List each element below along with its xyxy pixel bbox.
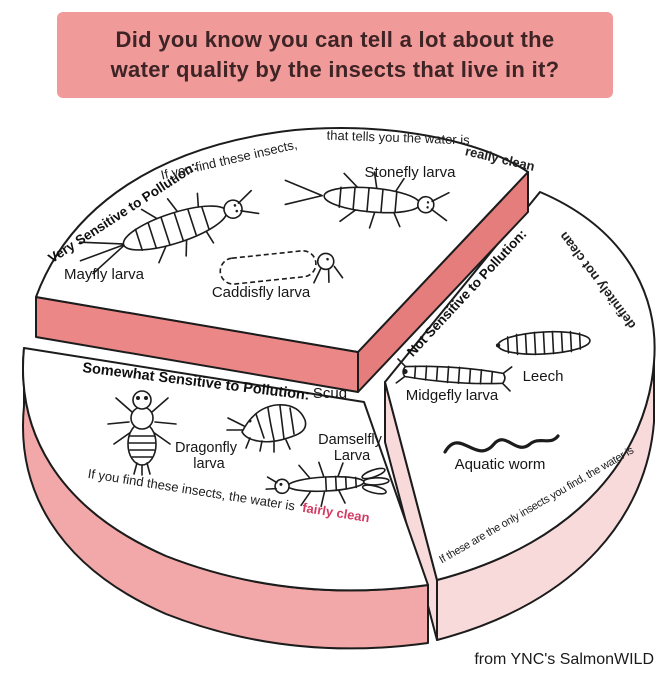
title-line2: water quality by the insects that live i… bbox=[110, 56, 560, 82]
midgefly-segments bbox=[413, 365, 494, 385]
caddisfly-case bbox=[219, 250, 317, 285]
credit-line: from YNC's SalmonWILD bbox=[474, 651, 654, 668]
midgefly-head bbox=[402, 369, 408, 375]
dragonfly-tail-spikes bbox=[133, 462, 151, 476]
dragonfly-larva-illustration bbox=[107, 390, 177, 476]
dragonfly-eye-right bbox=[144, 396, 148, 400]
leech-label: Leech bbox=[523, 368, 564, 385]
damselfly-segments bbox=[324, 475, 358, 492]
not-sensitive-top-surface bbox=[384, 191, 656, 581]
stonefly-larva-illustration bbox=[284, 171, 450, 229]
scud-legs bbox=[245, 437, 291, 453]
caddisfly-larva-illustration bbox=[219, 250, 344, 285]
damselfly-legs bbox=[298, 461, 346, 508]
damselfly-head bbox=[274, 478, 290, 495]
stonefly-eye-left bbox=[426, 201, 430, 204]
damselfly-label-line1: Damselfly bbox=[318, 432, 382, 448]
stonefly-eye-right bbox=[426, 206, 429, 209]
mayfly-label: Mayfly larva bbox=[64, 266, 145, 283]
stonefly-tails bbox=[284, 179, 323, 206]
midgefly-body bbox=[402, 365, 506, 385]
mayfly-segments bbox=[134, 206, 210, 252]
dragonfly-label-line1: Dragonfly bbox=[175, 440, 238, 456]
scud-eye bbox=[248, 419, 252, 423]
damselfly-label-line2: Larva bbox=[334, 448, 371, 464]
midgefly-label: Midgefly larva bbox=[406, 387, 499, 404]
dragonfly-label-line2: larva bbox=[193, 456, 225, 472]
scud-illustration bbox=[226, 403, 307, 453]
dragonfly-thorax bbox=[130, 406, 154, 430]
stonefly-legs bbox=[339, 171, 405, 229]
mayfly-larva-illustration bbox=[78, 189, 260, 275]
dragonfly-eye-left bbox=[136, 396, 140, 400]
title-banner: Did you know you can tell a lot about th… bbox=[57, 12, 613, 99]
caddisfly-head bbox=[316, 252, 335, 271]
aquatic-worm-illustration bbox=[443, 434, 560, 454]
stonefly-antennae bbox=[430, 191, 450, 222]
damselfly-larva-illustration bbox=[265, 461, 390, 508]
very-sensitive-caption-part2: that tells you the water is bbox=[326, 128, 470, 148]
leech-illustration bbox=[495, 330, 591, 356]
mayfly-head bbox=[223, 199, 243, 219]
dragonfly-segments bbox=[128, 435, 156, 458]
mayfly-antennae bbox=[237, 189, 260, 215]
stonefly-label: Stonefly larva bbox=[365, 164, 457, 181]
scud-antennae bbox=[226, 417, 245, 431]
scud-body bbox=[241, 403, 307, 443]
aquatic-worm-label: Aquatic worm bbox=[455, 456, 546, 473]
midgefly-larva-illustration bbox=[395, 358, 513, 392]
title-line1: Did you know you can tell a lot about th… bbox=[115, 27, 555, 52]
midgefly-bristles bbox=[395, 358, 513, 392]
dragonfly-legs bbox=[107, 397, 177, 445]
caddisfly-eye bbox=[326, 257, 329, 261]
damselfly-tail-paddle-top bbox=[361, 467, 386, 480]
mayfly-tails bbox=[78, 241, 127, 275]
caddisfly-legs bbox=[313, 265, 344, 284]
caddisfly-label: Caddisfly larva bbox=[212, 284, 311, 301]
scud-segments bbox=[255, 405, 295, 441]
mayfly-eye-left bbox=[233, 204, 237, 207]
mayfly-eye-right bbox=[235, 209, 239, 213]
mayfly-legs bbox=[140, 192, 215, 264]
slice-very-sensitive: Very Sensitive to Pollution: If you find… bbox=[35, 127, 536, 393]
stonefly-head bbox=[416, 195, 435, 214]
dragonfly-head bbox=[132, 390, 152, 410]
leech-sucker bbox=[495, 343, 501, 348]
damselfly-antennae bbox=[265, 476, 278, 490]
somewhat-sensitive-top-surface bbox=[22, 347, 429, 592]
damselfly-eye bbox=[279, 482, 283, 486]
leech-segments bbox=[506, 330, 582, 356]
stonefly-segments bbox=[338, 186, 398, 213]
worm-body bbox=[443, 434, 560, 454]
slice-somewhat-sensitive: Somewhat Sensitive to Pollution: Dragonf… bbox=[22, 347, 429, 650]
very-sensitive-top-surface bbox=[35, 127, 529, 353]
damselfly-tail-paddle-bottom bbox=[361, 484, 387, 495]
